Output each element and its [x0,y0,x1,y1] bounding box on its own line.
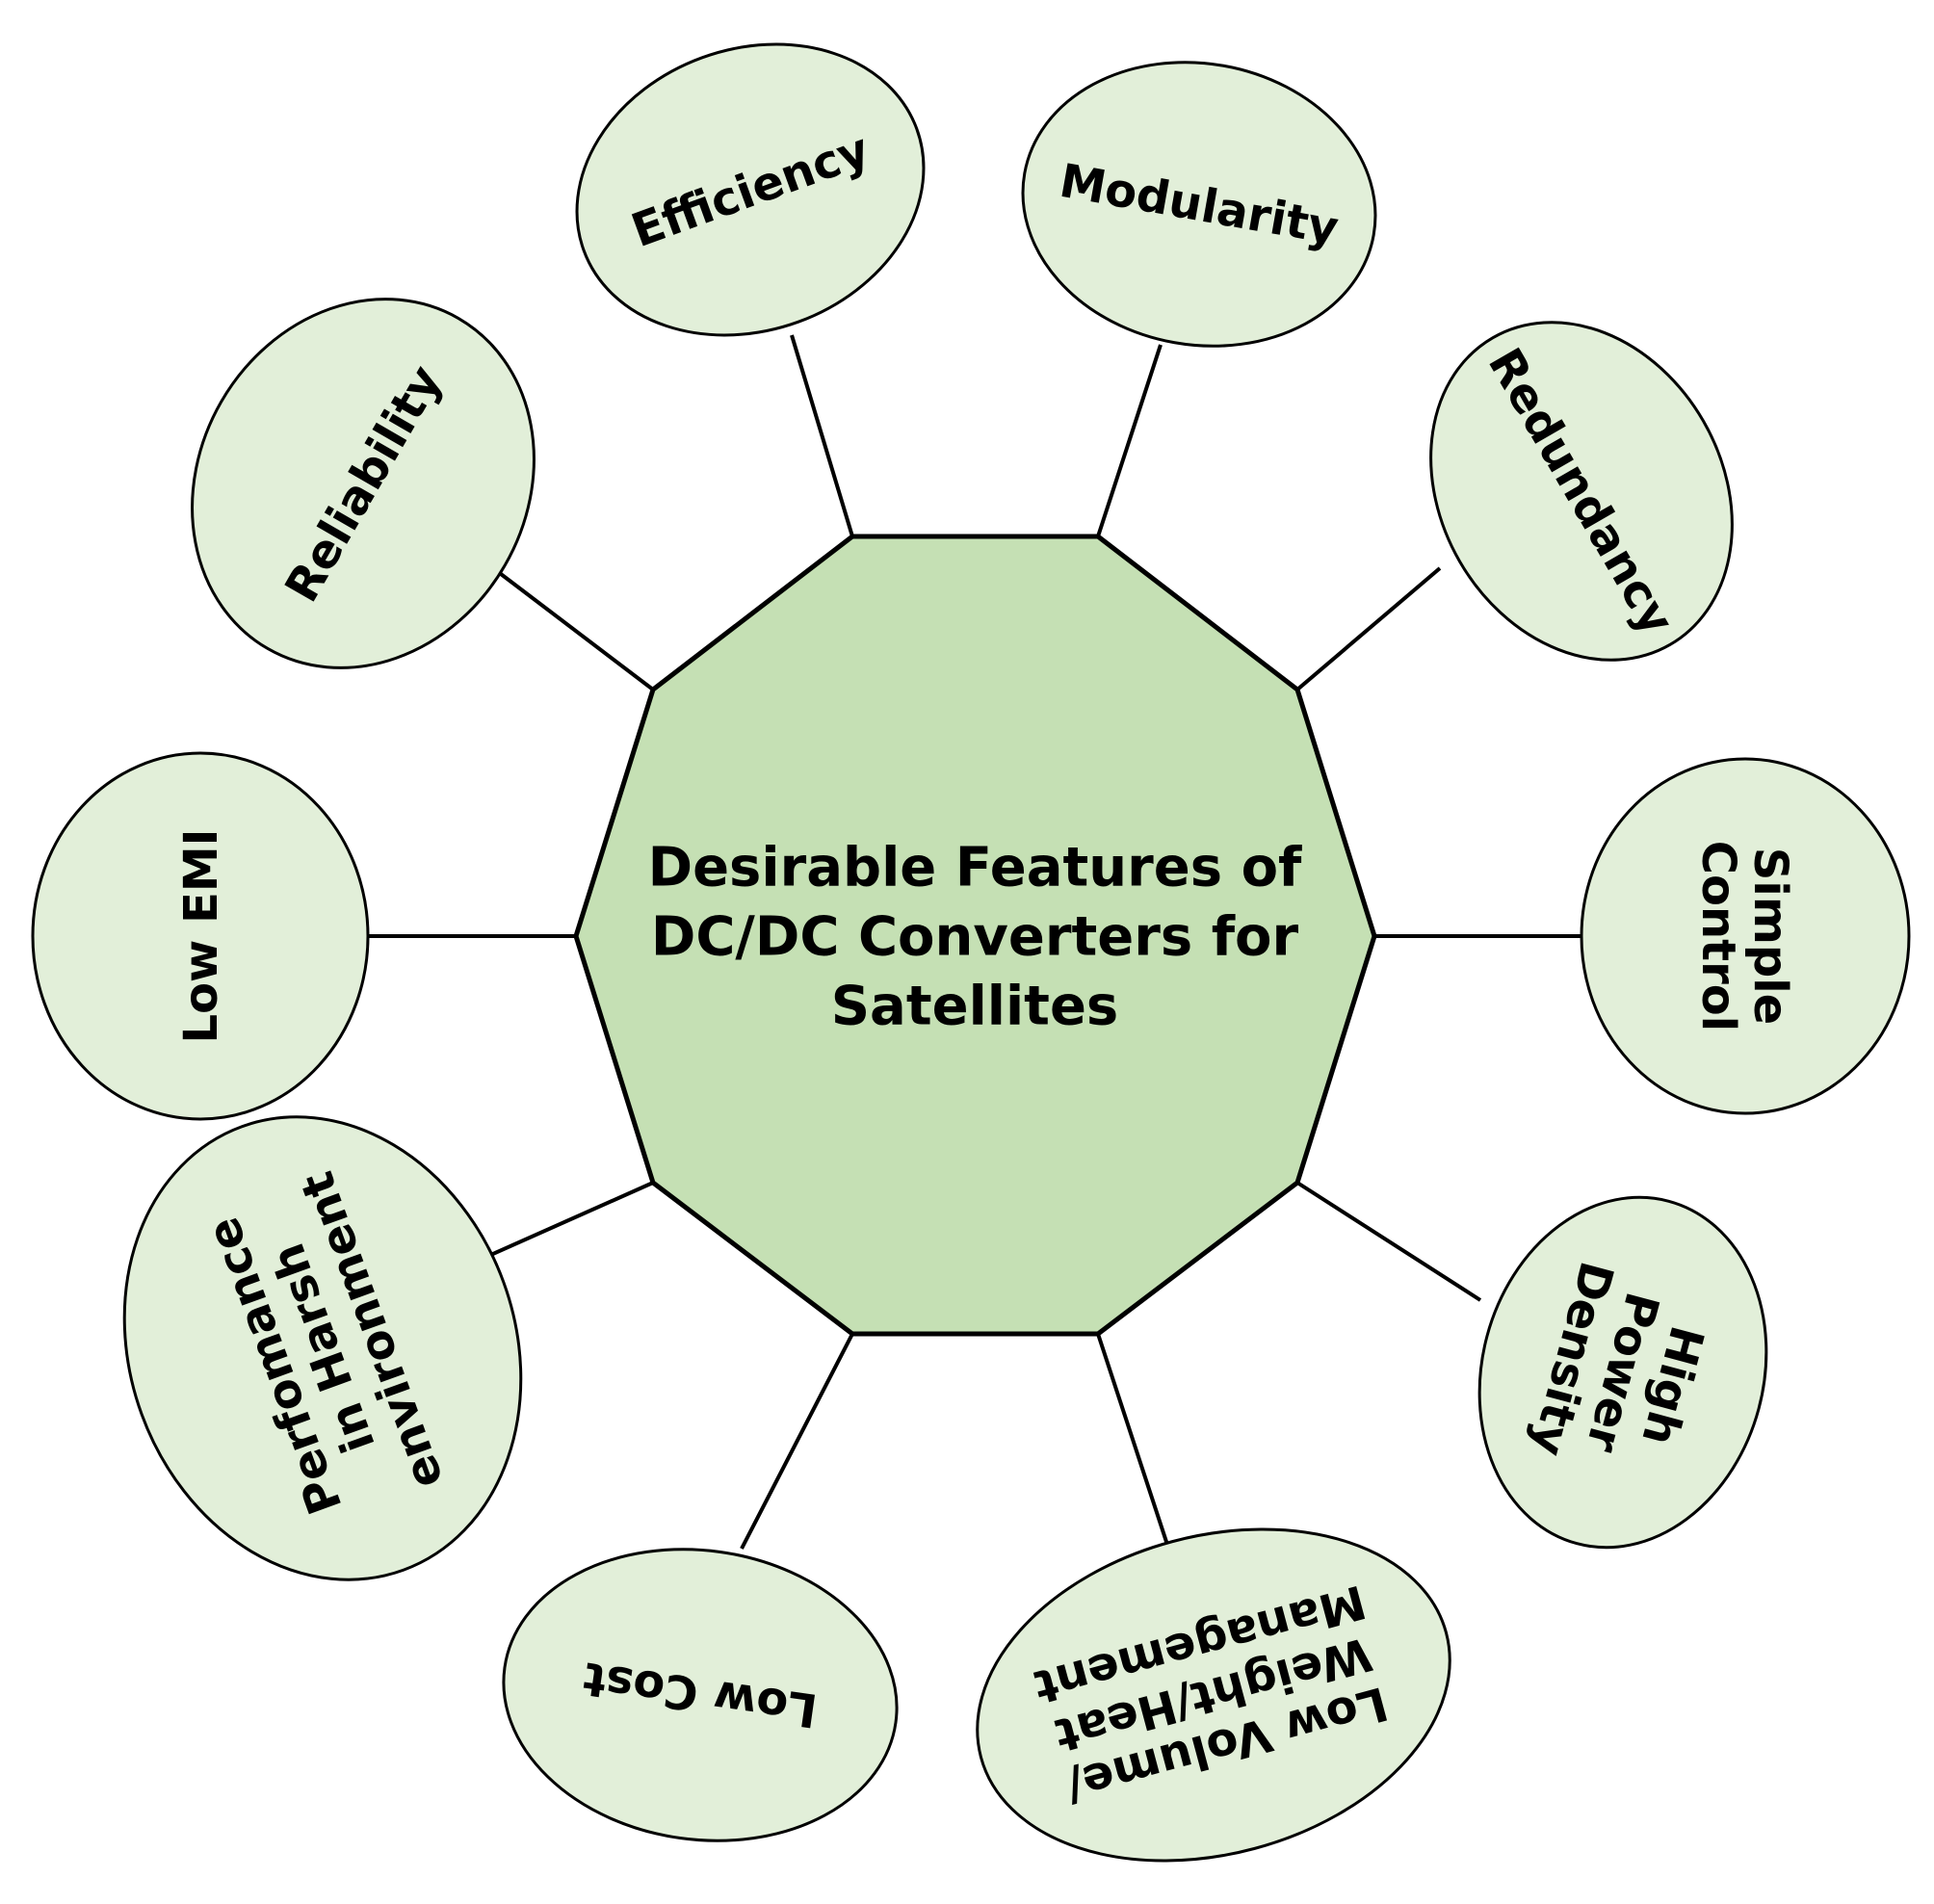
feature-high-power-density: HighPowerDensity [1477,1195,1768,1550]
feature-low-emi-label: Low EMI [174,828,228,1043]
feature-high-power-density-ellipse [1477,1195,1768,1550]
connector-low-cost [740,1333,854,1550]
text-line: Control [1691,841,1745,1031]
connector-efficiency [790,334,854,537]
feature-simple-control-ellipse [1580,757,1911,1115]
feature-nodes: Efficiency Modularity Redundancy SimpleC… [31,42,1911,1863]
central-decagon [573,534,1377,1337]
connector-reliability [499,572,655,691]
connector-harsh-environment [485,1181,654,1259]
connector-low-volume-weight-heat [1096,1333,1171,1552]
feature-simple-control: SimpleControl [1580,757,1911,1115]
feature-modularity-ellipse [1021,61,1377,348]
feature-low-volume-weight-heat: Low Volume/Weight/HeatManagement [976,1527,1451,1863]
text-line: DC/DC Converters for [651,906,1299,969]
feature-low-volume-weight-heat-ellipse [976,1527,1451,1863]
feature-low-cost: Low Cost [502,1548,899,1842]
feature-low-emi-ellipse [31,751,370,1121]
feature-low-cost-ellipse [502,1548,899,1842]
connector-redundancy [1295,566,1442,691]
feature-efficiency: Efficiency [575,42,926,337]
feature-modularity: Modularity [1021,61,1377,348]
connector-modularity [1096,344,1163,537]
feature-redundancy: Redundancy [1429,321,1734,662]
feature-low-emi: Low EMI [31,751,370,1121]
feature-redundancy-ellipse [1429,321,1734,662]
feature-harsh-environment: Perfomancein Harshenvironment [122,1115,523,1581]
feature-simple-control-label: SimpleControl [1691,841,1797,1031]
text-line: Satellites [831,976,1119,1038]
feature-efficiency-ellipse [575,42,926,337]
text-line: Simple [1743,848,1797,1025]
feature-reliability-ellipse [191,298,536,669]
text-line: Low EMI [174,828,228,1043]
feature-harsh-environment-ellipse [122,1115,523,1581]
connector-high-power-density [1295,1181,1482,1302]
feature-reliability: Reliability [191,298,536,669]
text-line: Desirable Features of [648,837,1302,900]
connectors [369,334,1581,1552]
